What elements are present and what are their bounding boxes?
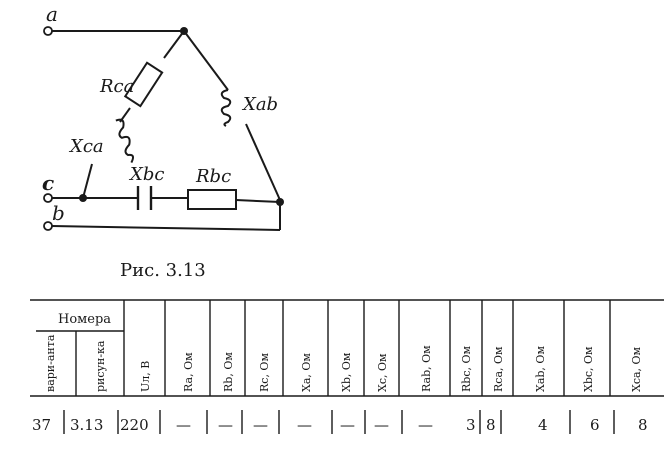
label-xca: Xca bbox=[68, 136, 104, 157]
resistor-rca bbox=[123, 61, 164, 108]
inductor-xab bbox=[220, 89, 232, 127]
colheader-ra: Ra, Ом bbox=[182, 352, 195, 392]
colheader-ul: Uл, В bbox=[139, 361, 152, 392]
colheader-xab: Xab, Ом bbox=[534, 346, 547, 392]
colheader-xb: Xb, Ом bbox=[340, 352, 353, 392]
colheader-xbc: Xbc, Ом bbox=[582, 346, 595, 392]
colheader-rc: Rc, Ом bbox=[258, 353, 271, 392]
cell-ul: 220 bbox=[120, 416, 149, 434]
inductor-xca bbox=[115, 118, 135, 164]
cell-figure: 3.13 bbox=[70, 416, 103, 434]
cell-xca: 8 bbox=[638, 416, 648, 434]
cell-xc: — bbox=[374, 416, 389, 434]
subheader-variant: вари-анта bbox=[44, 334, 57, 392]
colheader-xa: Xa, Ом bbox=[300, 353, 313, 392]
wire-top-left bbox=[163, 30, 185, 59]
junction-right bbox=[276, 198, 284, 206]
colheader-rb: Rb, Ом bbox=[222, 352, 235, 392]
cell-rc: — bbox=[253, 416, 268, 434]
colheader-rca: Rca, Ом bbox=[492, 346, 505, 392]
label-node-a: a bbox=[46, 2, 58, 26]
junction-left bbox=[79, 194, 87, 202]
data-table bbox=[30, 299, 664, 434]
wire-top-right bbox=[183, 30, 229, 91]
cell-rbc: 3 bbox=[466, 416, 476, 434]
label-xab: Xab bbox=[241, 94, 278, 115]
colheader-rab: Rab, Ом bbox=[420, 345, 433, 392]
cell-rb: — bbox=[218, 416, 233, 434]
cell-xa: — bbox=[297, 416, 312, 434]
wire-lower-right bbox=[245, 123, 281, 201]
cell-rca: 8 bbox=[486, 416, 496, 434]
label-xbc: Xbc bbox=[128, 164, 164, 185]
cell-xab: 4 bbox=[538, 416, 548, 434]
label-rca: Rca bbox=[99, 76, 134, 97]
resistor-rbc bbox=[187, 189, 237, 210]
terminal-c bbox=[43, 193, 53, 203]
cell-xbc: 6 bbox=[590, 416, 600, 434]
table-group-header: Номера bbox=[58, 312, 111, 327]
colheader-rbc: Rbc, Ом bbox=[460, 346, 473, 392]
wire-lower-left bbox=[82, 163, 93, 199]
cell-rab: — bbox=[418, 416, 433, 434]
wire-b bbox=[51, 225, 281, 231]
terminal-b bbox=[43, 221, 53, 231]
label-node-c: c bbox=[42, 171, 54, 195]
cell-variant: 37 bbox=[32, 416, 51, 434]
figure-caption: Рис. 3.13 bbox=[120, 260, 206, 281]
colheader-xca: Xca, Ом bbox=[630, 346, 643, 392]
colheader-xc: Xc, Ом bbox=[376, 353, 389, 392]
circuit-diagram bbox=[51, 30, 281, 231]
terminal-a bbox=[43, 26, 53, 36]
wire-res-right bbox=[235, 199, 281, 203]
cell-xb: — bbox=[340, 416, 355, 434]
label-node-b: b bbox=[52, 201, 65, 225]
junction-top bbox=[180, 27, 188, 35]
subheader-figure: рисун-ка bbox=[94, 340, 107, 392]
label-rbc: Rbc bbox=[195, 166, 231, 187]
cell-ra: — bbox=[176, 416, 191, 434]
